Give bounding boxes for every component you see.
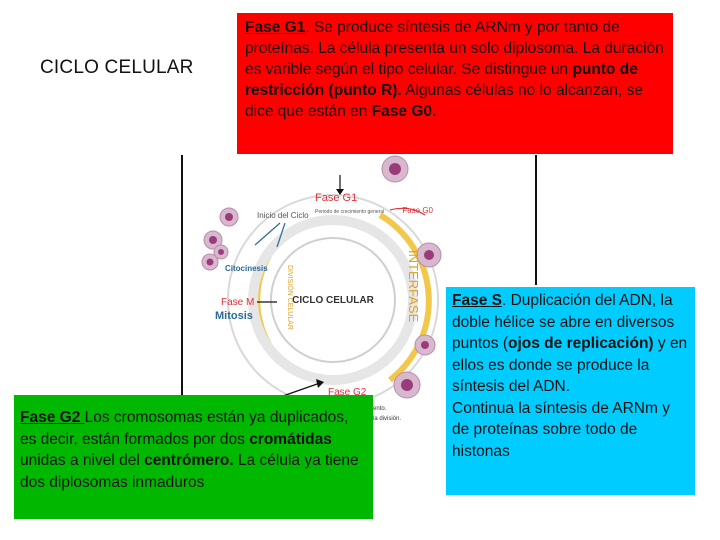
g2-text-3: La célula ya tiene dos diplosomas inmadu… xyxy=(20,452,359,491)
g1-label: Fase G1 xyxy=(315,192,357,204)
center-label: CICLO CELULAR xyxy=(292,295,374,306)
cut-text-2: la división. xyxy=(373,416,401,422)
s-heading: Fase S xyxy=(452,292,502,309)
g2-bold-2: centrómero. xyxy=(144,452,234,469)
fase-g1-box: Fase G1. Se produce síntesis de ARNm y p… xyxy=(237,13,673,154)
g0-arrow xyxy=(389,207,426,216)
g2-heading: Fase G2 xyxy=(20,409,85,426)
g1-bold-2: Fase G0. xyxy=(371,103,437,120)
s-text-3: Continua la síntesis de ARNm y de proteí… xyxy=(452,399,670,460)
g2-bold-1: cromátidas xyxy=(249,430,332,448)
fase-g2-box: Fase G2 Los cromosomas están ya duplicad… xyxy=(14,395,373,519)
interfase-label: INTERFASE xyxy=(406,250,421,323)
citocinesis-label: Citocinesis xyxy=(225,264,268,273)
g1-text-1: . Se produce síntesis de ARNm y por tant… xyxy=(245,19,664,78)
g2-text-1: Los cromosomas están ya duplicados, es d… xyxy=(20,409,349,448)
g2-label: Fase G2 xyxy=(328,387,367,398)
page-title: CICLO CELULAR xyxy=(40,57,194,78)
fase-s-box: Fase S. Duplicación del ADN, la doble hé… xyxy=(446,287,695,495)
g2-text-2: unidas a nivel del xyxy=(20,452,145,469)
connector-line xyxy=(181,155,183,395)
interfase-arc xyxy=(378,212,432,383)
cut-text-1: ento. xyxy=(373,406,387,412)
connector-line-right xyxy=(535,155,537,285)
g1-sublabel: Periodo de crecimiento general xyxy=(315,209,384,215)
g0-label: Fase G0 xyxy=(402,206,433,215)
g1-bold-1: punto de restricción (punto R). xyxy=(245,61,638,99)
center-disk xyxy=(270,237,396,363)
division-label: DIVISIÓN CELULAR xyxy=(286,265,295,330)
s-text-1: . Duplicación del ADN, la doble hélice s… xyxy=(452,292,675,352)
s-text-2: y en ellos es donde se produce la síntes… xyxy=(452,335,688,395)
s-bold-1: ojos de replicación) xyxy=(508,335,654,352)
g1-heading: Fase G1 xyxy=(245,19,306,36)
mitosis-label: Mitosis xyxy=(215,310,253,322)
fase-m-label: Fase M xyxy=(221,297,254,308)
inicio-label: Inicio del Ciclo xyxy=(257,211,309,220)
inner-ring xyxy=(248,215,418,385)
g2-arrow xyxy=(279,382,321,398)
g1-text-2: Algunas células no lo alcanzan, se dice … xyxy=(245,82,644,120)
